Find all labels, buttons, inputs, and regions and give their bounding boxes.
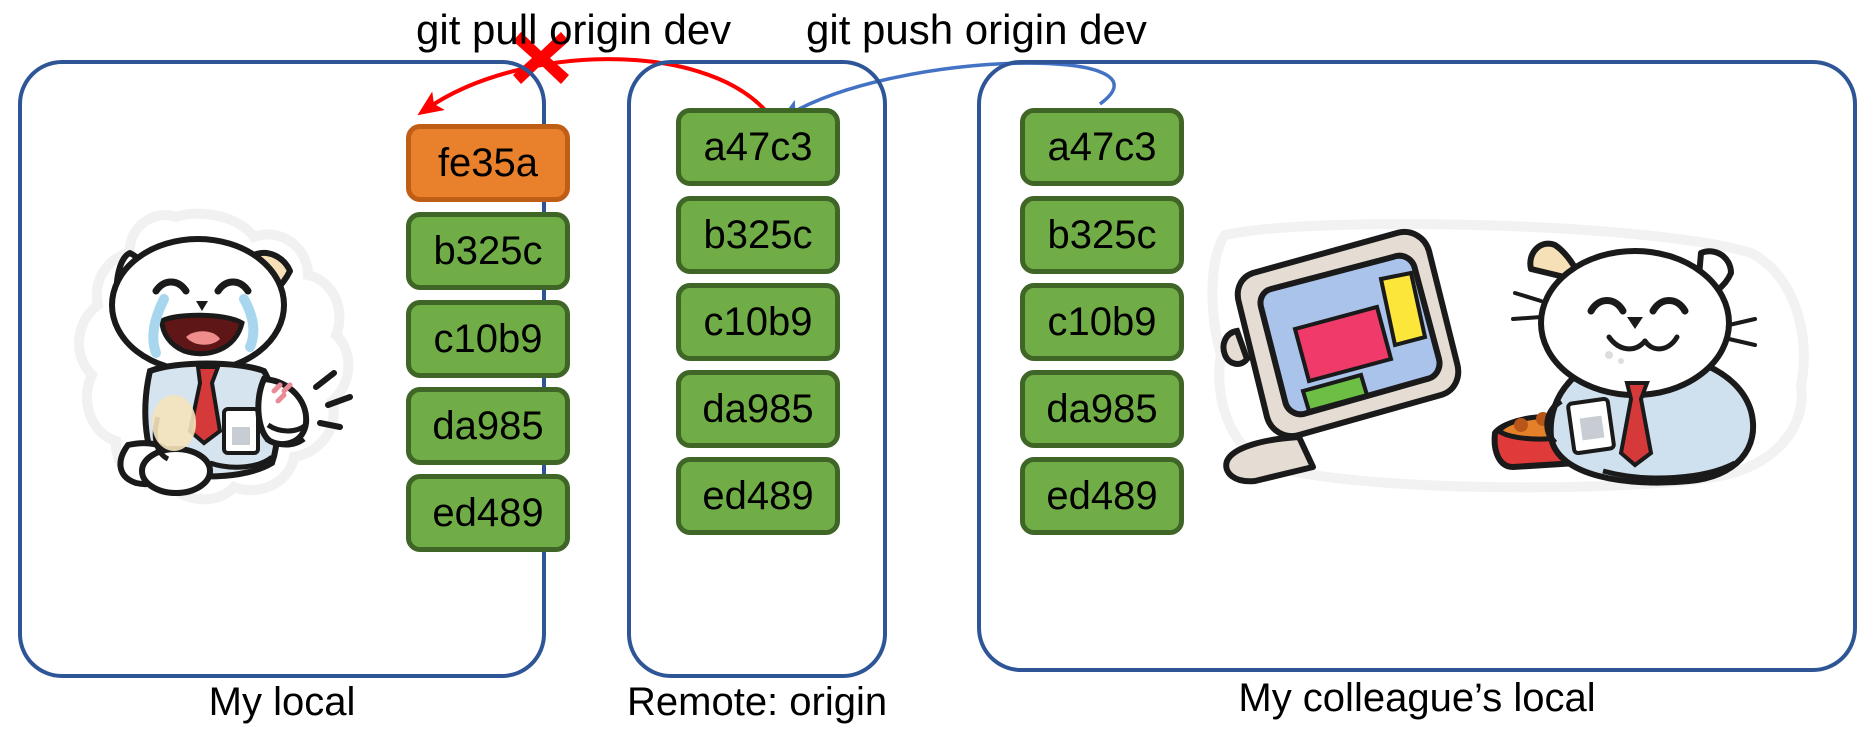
git-push-command-label: git push origin dev [806,6,1147,53]
commit-node[interactable]: da985 [406,387,570,465]
crying-cat-sticker [74,208,354,505]
commit-node[interactable]: a47c3 [676,108,840,186]
commit-node[interactable]: b325c [676,196,840,274]
panel-caption-my-local: My local [208,680,356,724]
commit-node[interactable]: fe35a [406,124,570,202]
commit-node[interactable]: c10b9 [676,283,840,361]
git-pull-command-label: git pull origin dev [416,6,732,53]
commit-node[interactable]: a47c3 [1020,108,1184,186]
commit-node[interactable]: b325c [1020,196,1184,274]
commit-node[interactable]: ed489 [1020,457,1184,535]
commit-node[interactable]: c10b9 [1020,283,1184,361]
commit-node[interactable]: da985 [676,370,840,448]
panel-caption-colleague-local: My colleague’s local [1238,676,1596,720]
commit-node[interactable]: b325c [406,212,570,290]
commit-node[interactable]: ed489 [406,474,570,552]
panel-colleague-local [977,60,1857,672]
commit-node[interactable]: da985 [1020,370,1184,448]
panel-remote-origin [627,60,887,678]
panel-caption-remote-origin: Remote: origin [627,680,888,724]
happy-cat-at-monitor-sticker [1207,218,1809,493]
commit-node[interactable]: ed489 [676,457,840,535]
commit-node[interactable]: c10b9 [406,300,570,378]
